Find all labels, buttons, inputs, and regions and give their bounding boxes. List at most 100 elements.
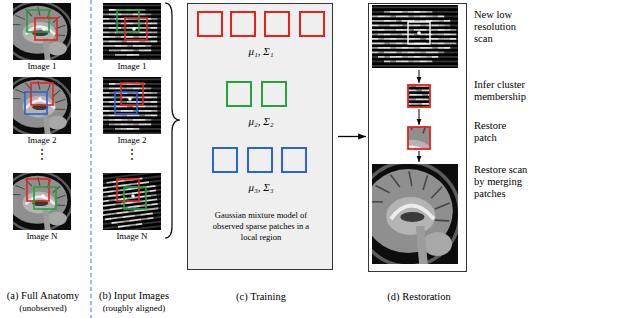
scan-stripe: [378, 47, 384, 49]
scan-stripe: [118, 175, 124, 178]
scan-stripe: [127, 124, 133, 126]
scan-stripe: [426, 29, 432, 31]
sulcus: [409, 171, 412, 186]
scan-stripe: [145, 83, 151, 85]
patch-square: [121, 83, 143, 105]
scan-stripe: [384, 29, 390, 31]
cluster-parameters: μ₁, Σ₁: [216, 45, 306, 58]
mri-scan: [13, 77, 71, 134]
scan-stripe: [384, 11, 390, 13]
scan-stripe: [127, 5, 133, 7]
scan-stripe: [420, 25, 426, 27]
scan-stripe: [139, 54, 145, 56]
scan-stripe: [378, 7, 384, 9]
scan-stripe: [145, 106, 151, 108]
patch-center: [132, 27, 136, 31]
scan-stripe: [444, 65, 450, 67]
label-slot: (roughly aligned): [88, 303, 180, 314]
scan-stripe: [111, 217, 117, 220]
scan-stripe: [390, 38, 396, 40]
scan-stripe: [118, 180, 124, 183]
scan-stripe: [139, 32, 145, 34]
scan-stripe: [108, 190, 114, 193]
ellipsis: ⋮: [27, 148, 57, 160]
sulcus: [423, 127, 427, 133]
scan-stripe: [145, 59, 151, 61]
scan-stripe: [111, 221, 117, 224]
scan-stripe: [127, 59, 133, 61]
sulcus: [375, 186, 389, 193]
scan-stripe: [432, 61, 438, 63]
label-slot: ⋮: [27, 148, 57, 160]
scan-stripe: [121, 97, 127, 99]
scan-stripe: [109, 50, 115, 52]
scan-stripe: [121, 110, 127, 112]
panel-caption: (c) Training: [196, 290, 326, 303]
scan-stripe: [414, 16, 420, 18]
scan-stripe: [103, 41, 109, 43]
scan-stripe: [426, 7, 432, 9]
scan-stripe: [118, 225, 124, 228]
sparse-scan: [103, 77, 161, 134]
scan-stripe: [109, 14, 115, 16]
scan-stripe: [154, 175, 160, 178]
scan-stripe: [103, 186, 107, 189]
scan-stripe: [115, 128, 121, 130]
scan-stripe: [121, 45, 127, 47]
scan-stripe: [151, 92, 157, 94]
scan-stripe: [115, 124, 121, 126]
scan-stripe: [396, 56, 402, 58]
scan-stripe: [408, 38, 414, 40]
scan-stripe: [109, 23, 115, 25]
scan-stripe: [390, 56, 396, 58]
scan-stripe: [139, 97, 145, 99]
scan-stripe: [408, 29, 414, 31]
scan-stripe: [147, 213, 153, 216]
scan-stripe: [154, 225, 160, 228]
scan-stripe: [420, 16, 426, 18]
scan-stripe: [103, 101, 109, 103]
patch-square: [27, 10, 49, 32]
scan-stripe: [105, 173, 111, 175]
sulcus: [423, 175, 427, 190]
label-slot: Image 2: [97, 135, 167, 146]
patch-center: [41, 194, 45, 198]
scan-stripe: [103, 128, 109, 130]
scan-stripe: [157, 59, 161, 61]
sulcus: [55, 195, 65, 198]
scan-stripe: [396, 52, 402, 54]
scan-stripe: [420, 65, 426, 67]
scan-stripe: [127, 101, 133, 103]
patch-center: [417, 31, 421, 35]
panel-subcaption: (unobserved): [1, 303, 85, 314]
scan-stripe: [115, 23, 121, 25]
scan-stripe: [390, 47, 396, 49]
scan-ground: [103, 77, 161, 134]
scan-stripe: [155, 180, 161, 183]
panel-caption: (d) Restoration: [354, 290, 484, 303]
scan-stripe: [133, 36, 139, 38]
sulcus: [38, 7, 40, 16]
scan-stripe: [156, 193, 161, 196]
scan-stripe: [153, 212, 159, 215]
mri-scan: [13, 3, 71, 60]
scan-stripe: [139, 88, 145, 90]
scan-stripe: [151, 97, 157, 99]
scan-stripe: [384, 16, 390, 18]
scan-stripe: [450, 38, 456, 40]
scan-stripe: [158, 207, 161, 210]
scan-stripe: [103, 9, 109, 11]
scan-stripe: [372, 38, 378, 40]
scan-stripe: [420, 11, 426, 13]
scan-stripe: [145, 128, 151, 130]
scan-stripe: [378, 34, 384, 36]
curly-brace: [165, 3, 180, 238]
scan-stripe: [127, 36, 133, 38]
scan-stripe: [157, 18, 161, 20]
scan-stripe: [127, 23, 133, 25]
scan-stripe: [432, 20, 438, 22]
patch-center: [131, 194, 135, 198]
scan-stripe: [456, 11, 458, 13]
scan-stripe: [157, 9, 161, 11]
scan-stripe: [408, 7, 414, 9]
